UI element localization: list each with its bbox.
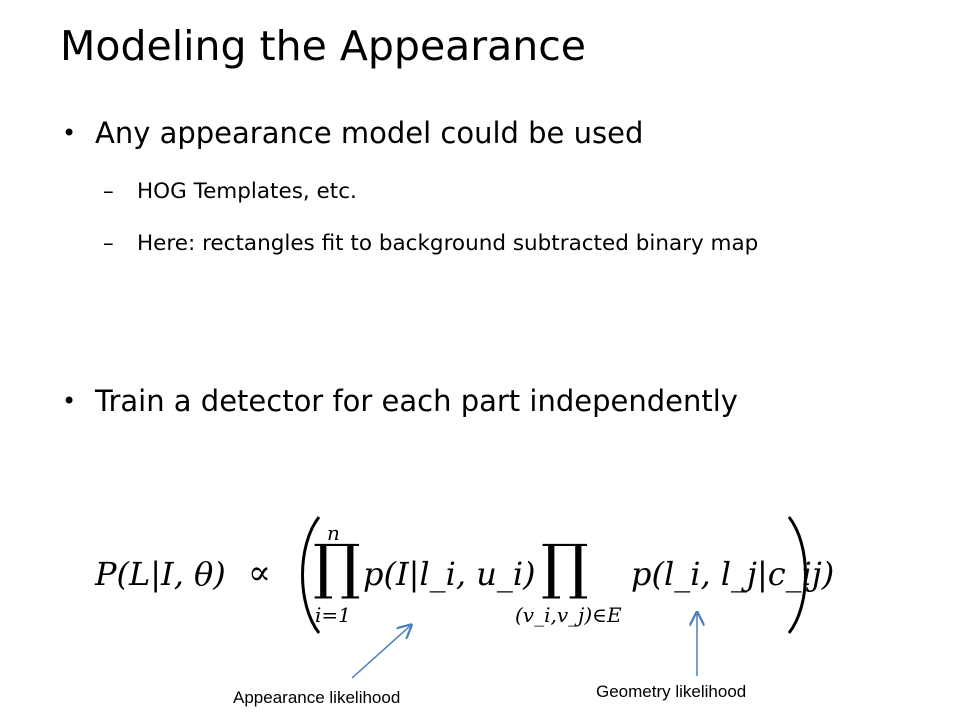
appearance-likelihood-label: Appearance likelihood [233, 688, 401, 707]
product-lower-limit: (v_i,v_j)∈E [515, 603, 622, 627]
dash-icon: – [103, 179, 114, 204]
left-paren-icon [301, 516, 321, 634]
dash-icon: – [103, 231, 114, 256]
bullet-dot-icon: • [62, 387, 77, 415]
product-upper-limit: n [327, 521, 340, 545]
appearance-arrow-icon [351, 626, 410, 679]
geometry-likelihood-label: Geometry likelihood [596, 682, 747, 701]
product-symbol-icon: ∏ [541, 532, 589, 602]
sub-item-text: Here: rectangles fit to background subtr… [137, 231, 759, 256]
likelihood-formula: P(L|I, θ) ∝ n ∏ i=1 p(I|l_i, u_i) ∏ (v_i… [95, 515, 834, 635]
geometry-term: p(l_i, l_j|c_ij) [631, 555, 835, 593]
appearance-term: p(I|l_i, u_i) [363, 555, 536, 593]
proportional-symbol: ∝ [248, 553, 272, 593]
product-lower-limit: i=1 [315, 603, 351, 627]
slide-title: Modeling the Appearance [60, 22, 587, 70]
formula-lhs: P(L|I, θ) [95, 555, 226, 593]
product-symbol-icon: ∏ [313, 532, 361, 602]
bullet-text: Train a detector for each part independe… [95, 384, 738, 418]
bullet-text: Any appearance model could be used [95, 116, 644, 150]
bullet-dot-icon: • [62, 119, 77, 147]
sub-item-text: HOG Templates, etc. [137, 179, 357, 204]
right-paren-icon [787, 516, 807, 634]
